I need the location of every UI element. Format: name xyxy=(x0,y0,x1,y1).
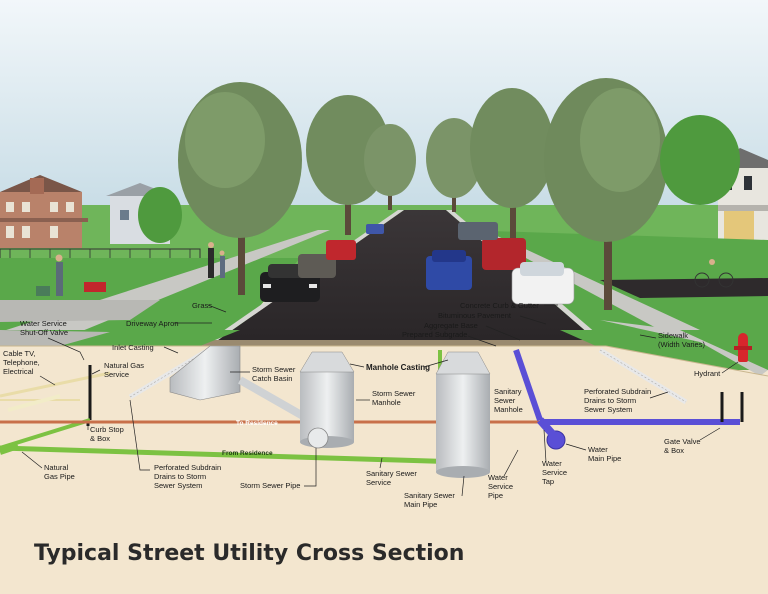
label-concrete-curb: Concrete Curb & Gutter xyxy=(460,301,558,310)
car-blue-far xyxy=(366,224,384,234)
diagram-title: Typical Street Utility Cross Section xyxy=(34,541,464,566)
svg-text:Driveway Apron: Driveway Apron xyxy=(126,319,179,328)
label-cable: Cable TV,Telephone,Electrical xyxy=(3,349,56,386)
svg-text:Bituminous Pavement: Bituminous Pavement xyxy=(438,311,512,320)
label-gate-valve: Gate Valve& Box xyxy=(664,427,721,455)
people xyxy=(36,242,734,296)
label-hydrant: Hydrant xyxy=(694,361,739,378)
label-sidewalk: Sidewalk(Width Varies) xyxy=(639,331,705,349)
svg-text:Grass: Grass xyxy=(192,301,212,310)
tree-right-3 xyxy=(426,118,482,212)
soil-cross-section xyxy=(0,346,768,594)
label-driveway-apron: Driveway Apron xyxy=(126,319,212,328)
svg-text:Gate Valve& Box: Gate Valve& Box xyxy=(664,437,701,455)
label-grass: Grass xyxy=(192,301,227,313)
label-manhole-casting: Manhole Casting xyxy=(349,359,449,372)
label-from-residence: From Residence xyxy=(222,450,273,457)
storm-sewer-pipe-end xyxy=(307,427,329,449)
svg-text:Prepared Subgrade: Prepared Subgrade xyxy=(402,330,467,339)
roadway xyxy=(218,210,596,340)
car-white xyxy=(511,262,575,305)
left-driveway xyxy=(0,300,160,322)
right-driveway xyxy=(600,278,768,298)
svg-text:Inlet Casting: Inlet Casting xyxy=(112,343,154,352)
house-left xyxy=(0,175,88,248)
label-prepared-subgrade: Prepared Subgrade xyxy=(402,330,497,347)
svg-text:Curb Stop& Box: Curb Stop& Box xyxy=(90,425,124,443)
svg-text:Hydrant: Hydrant xyxy=(694,369,721,378)
car-blue xyxy=(426,250,472,290)
label-inlet-casting: Inlet Casting xyxy=(112,343,179,354)
tree-far-left xyxy=(138,187,182,243)
trees xyxy=(138,78,740,310)
from-residence-pipe xyxy=(0,445,463,465)
cars xyxy=(260,222,575,305)
svg-text:Aggregate Base: Aggregate Base xyxy=(424,321,478,330)
storm-catch-basin xyxy=(169,345,312,424)
cable-line xyxy=(0,371,111,398)
label-bituminous-pavement: Bituminous Pavement xyxy=(438,311,547,325)
svg-text:Manhole Casting: Manhole Casting xyxy=(366,363,430,372)
car-gray-right xyxy=(458,222,498,240)
right-sidewalk xyxy=(470,228,700,330)
label-to-residence: To Residence xyxy=(236,420,278,427)
left-sidewalk-front xyxy=(0,330,110,346)
car-red-right xyxy=(482,238,526,270)
car-red-left xyxy=(326,240,356,260)
label-aggregate-base: Aggregate Base xyxy=(424,321,521,341)
label-curb-stop: Curb Stop& Box xyxy=(87,424,124,443)
right-sidewalk-front xyxy=(600,320,768,376)
svg-text:To Residence: To Residence xyxy=(236,420,278,427)
natural-gas-pipe xyxy=(0,418,91,450)
tree-left-3 xyxy=(364,124,416,210)
water-service-vertical xyxy=(513,349,543,421)
tree-left-1 xyxy=(178,82,302,295)
right-grass-front xyxy=(560,330,768,370)
tree-right-1 xyxy=(544,78,668,310)
label-storm-sewer-pipe: Storm Sewer Pipe xyxy=(240,448,317,490)
tree-right-2 xyxy=(470,88,554,240)
svg-text:Sidewalk(Width Varies): Sidewalk(Width Varies) xyxy=(658,331,705,349)
storm-sewer-manhole xyxy=(299,351,355,449)
svg-text:Cable TV,Telephone,Electrical: Cable TV,Telephone,Electrical xyxy=(3,349,40,376)
tree-far-right xyxy=(660,115,740,205)
sanitary-sewer-manhole xyxy=(435,351,491,478)
car-gray xyxy=(298,254,336,278)
svg-text:Storm Sewer Pipe: Storm Sewer Pipe xyxy=(240,481,300,490)
svg-text:Concrete Curb & Gutter: Concrete Curb & Gutter xyxy=(460,301,539,310)
svg-text:From Residence: From Residence xyxy=(222,450,273,457)
